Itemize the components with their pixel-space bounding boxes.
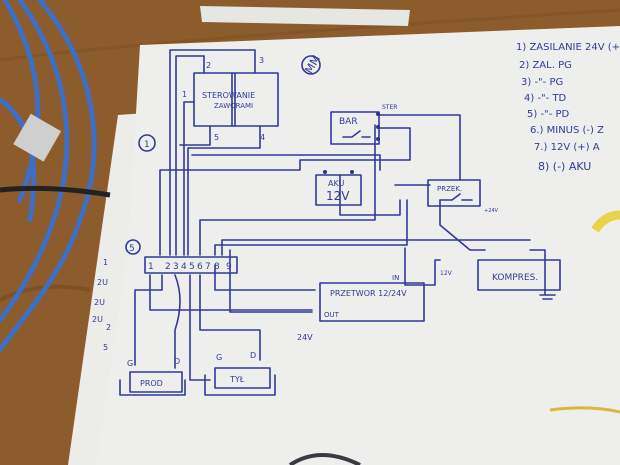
svg-text:G: G [127, 359, 133, 368]
svg-text:PROD: PROD [140, 379, 163, 388]
bar-block: BAR STER [330, 104, 397, 145]
compressor-block: KOMPRES. [477, 259, 561, 291]
svg-text:BAR: BAR [339, 117, 358, 127]
svg-text:5: 5 [189, 262, 195, 272]
terminal-strip: 1 2 3 4 5 6 7 8 9 5 1 [125, 134, 238, 274]
svg-text:12V: 12V [440, 270, 453, 277]
svg-text:2U: 2U [94, 298, 105, 307]
svg-text:KOMPRES.: KOMPRES. [492, 273, 538, 283]
svg-text:6: 6 [197, 262, 203, 272]
svg-text:TYŁ: TYŁ [229, 375, 245, 384]
valve-control-block: STEROWANIE ZAWORAMI 2 3 1 5 4 MM [182, 53, 323, 142]
svg-text:6.) MINUS (-) Z: 6.) MINUS (-) Z [530, 125, 604, 136]
svg-text:STER: STER [382, 104, 397, 111]
svg-text:2: 2 [206, 61, 211, 70]
svg-text:8) (-) AKU: 8) (-) AKU [538, 160, 591, 173]
svg-text:2: 2 [106, 323, 111, 332]
svg-text:2U: 2U [92, 315, 103, 324]
svg-text:7: 7 [205, 262, 211, 272]
rear-valve-block: TYŁ G D [214, 351, 271, 389]
svg-text:3) -"- PG: 3) -"- PG [521, 77, 563, 88]
svg-text:AKU: AKU [328, 179, 345, 188]
svg-text:OUT: OUT [324, 311, 340, 319]
svg-text:D: D [250, 351, 256, 360]
svg-text:1: 1 [103, 258, 108, 267]
svg-text:5: 5 [103, 343, 108, 352]
wires [119, 49, 556, 396]
svg-text:5) -"- PD: 5) -"- PD [527, 109, 569, 120]
svg-text:STEROWANIE: STEROWANIE [202, 91, 255, 100]
svg-text:4: 4 [260, 133, 265, 142]
svg-text:1: 1 [144, 140, 150, 150]
svg-text:5: 5 [129, 244, 135, 254]
front-valve-block: PROD G D [127, 357, 183, 393]
svg-text:D: D [174, 357, 180, 366]
svg-text:5: 5 [214, 133, 219, 142]
svg-text:7.) 12V (+) A: 7.) 12V (+) A [534, 142, 600, 153]
svg-text:PRZETWOR 12/24V: PRZETWOR 12/24V [330, 289, 407, 298]
svg-text:ZAWORAMI: ZAWORAMI [214, 102, 253, 110]
svg-text:9: 9 [226, 262, 232, 272]
svg-text:G: G [216, 353, 222, 362]
relay-block: PRZEK. +24V [427, 179, 499, 214]
svg-text:2U: 2U [97, 278, 108, 287]
svg-text:3: 3 [173, 262, 179, 272]
svg-text:+24V: +24V [484, 208, 499, 214]
battery-block: AKU 12V [315, 170, 362, 206]
svg-text:1: 1 [182, 90, 187, 99]
paper-strip [200, 6, 410, 26]
svg-text:1: 1 [148, 262, 154, 272]
legend: 1) ZASILANIE 24V (+) 2) ZAL. PG 3) -"- P… [516, 42, 620, 173]
svg-text:8: 8 [214, 262, 220, 272]
yellow-wire [591, 210, 620, 233]
svg-text:PRZEK.: PRZEK. [437, 185, 462, 193]
converter-block: PRZETWOR 12/24V IN OUT 12V 24V [297, 270, 453, 342]
svg-text:2) ZAL. PG: 2) ZAL. PG [519, 60, 572, 71]
svg-text:3: 3 [259, 56, 264, 65]
svg-text:IN: IN [392, 274, 399, 282]
svg-text:1) ZASILANIE 24V (+): 1) ZASILANIE 24V (+) [516, 42, 620, 53]
svg-text:4) -"- TD: 4) -"- TD [524, 93, 567, 104]
svg-text:12V: 12V [326, 189, 350, 203]
back-sheet-notes: 1 2U 2U 2U 2 5 [92, 258, 111, 352]
svg-text:24V: 24V [297, 333, 313, 342]
svg-text:4: 4 [181, 262, 187, 272]
svg-text:2: 2 [165, 262, 171, 272]
